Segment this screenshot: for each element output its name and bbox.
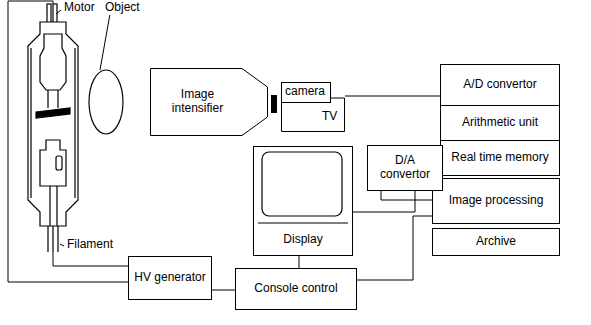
part-label: Filament	[66, 238, 114, 252]
leader-line	[56, 10, 61, 14]
memory-box: Real time memory	[440, 140, 560, 176]
generator-box: HV generator	[128, 256, 212, 300]
node-text: Real time memory	[451, 151, 548, 165]
node-text: HV generator	[134, 271, 205, 285]
node-text: Image intensifier	[154, 88, 241, 116]
node-text: D/A convertor	[372, 154, 438, 182]
hv-wire	[53, 252, 128, 266]
converter-box: D/A convertor	[367, 145, 443, 191]
archive-box: Archive	[432, 228, 560, 256]
control-box: Console control	[235, 268, 357, 310]
signal-line	[357, 216, 432, 280]
signal-line	[299, 256, 300, 268]
node-text: Console control	[254, 282, 337, 296]
process-box: Arithmetic unit	[440, 105, 560, 141]
image-intensifier: Image intensifier	[150, 68, 268, 136]
node-text: A/D convertor	[463, 78, 536, 92]
process-box: Image processing	[432, 178, 560, 224]
signal-line	[381, 191, 432, 200]
display-unit: Display	[253, 146, 353, 256]
part-label: Object	[104, 1, 141, 15]
node-text: Archive	[476, 235, 516, 249]
node-text: Arithmetic unit	[462, 116, 538, 130]
x-ray-tube	[28, 4, 78, 252]
signal-line	[345, 96, 440, 97]
signal-line	[212, 290, 235, 291]
lens-bar	[271, 95, 277, 113]
hv-wire	[8, 1, 128, 282]
signal-line	[353, 191, 415, 212]
node-text: camera	[285, 85, 325, 99]
camera-tv: cameraTV	[281, 82, 345, 132]
text-holder: Image intensifier	[154, 68, 241, 136]
leader-line	[60, 244, 64, 246]
part-label: Motor	[63, 1, 96, 15]
leader-line	[100, 14, 110, 70]
node-text: Image processing	[449, 194, 544, 208]
node-text: TV	[322, 110, 337, 124]
node-text: Display	[283, 233, 322, 247]
process-box: A/D convertor	[440, 64, 560, 106]
object-ellipse	[89, 70, 123, 134]
text-holder: Display	[254, 225, 352, 255]
